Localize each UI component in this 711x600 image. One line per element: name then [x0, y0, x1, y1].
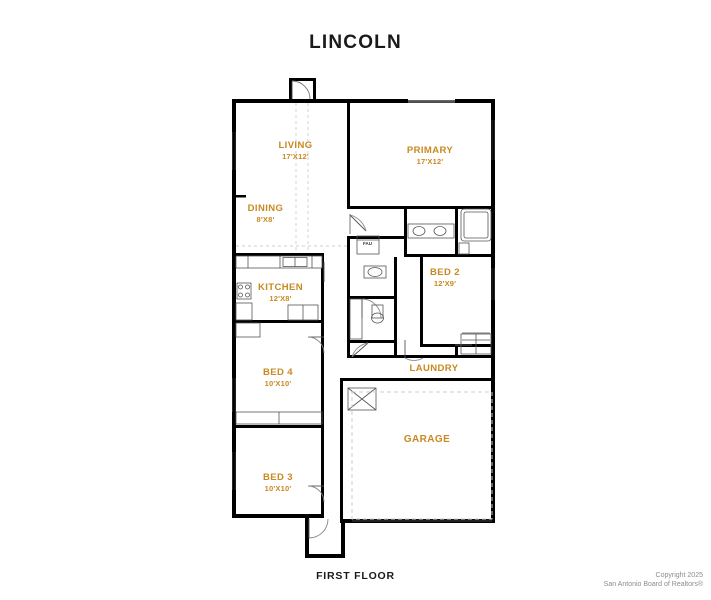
- room-label-bed3: BED 3 10'X10': [263, 472, 293, 493]
- front-porch-notch: [289, 78, 316, 100]
- room-label-bed2: BED 2 12'X9': [430, 267, 460, 288]
- page-title: LINCOLN: [309, 32, 402, 53]
- fixtures: [235, 208, 492, 425]
- door-swings: [291, 80, 472, 539]
- living-ceiling-guides: [236, 103, 347, 250]
- copyright-line-1: Copyright 2025: [655, 572, 703, 579]
- interior-walls: [232, 99, 495, 523]
- room-label-dining: DINING 8'X8': [247, 203, 284, 224]
- room-label-laundry: LAUNDRY: [409, 363, 459, 374]
- room-label-primary: PRIMARY 17'X12': [406, 145, 454, 166]
- garage-door: [352, 519, 492, 522]
- garage-parking-outline: [351, 391, 493, 520]
- copyright-block: Copyright 2025 San Antonio Board of Real…: [604, 572, 703, 590]
- room-label-bed4: BED 4 10'X10': [263, 367, 293, 388]
- fau-label: FAU: [363, 241, 372, 246]
- windows: [232, 100, 495, 490]
- room-label-living: LIVING 17'X12': [278, 140, 313, 161]
- room-label-garage: GARAGE: [403, 434, 451, 445]
- copyright-line-2: San Antonio Board of Realtors®: [603, 580, 703, 588]
- floor-label: FIRST FLOOR: [316, 570, 395, 582]
- room-label-kitchen: KITCHEN 12'X8': [257, 282, 304, 303]
